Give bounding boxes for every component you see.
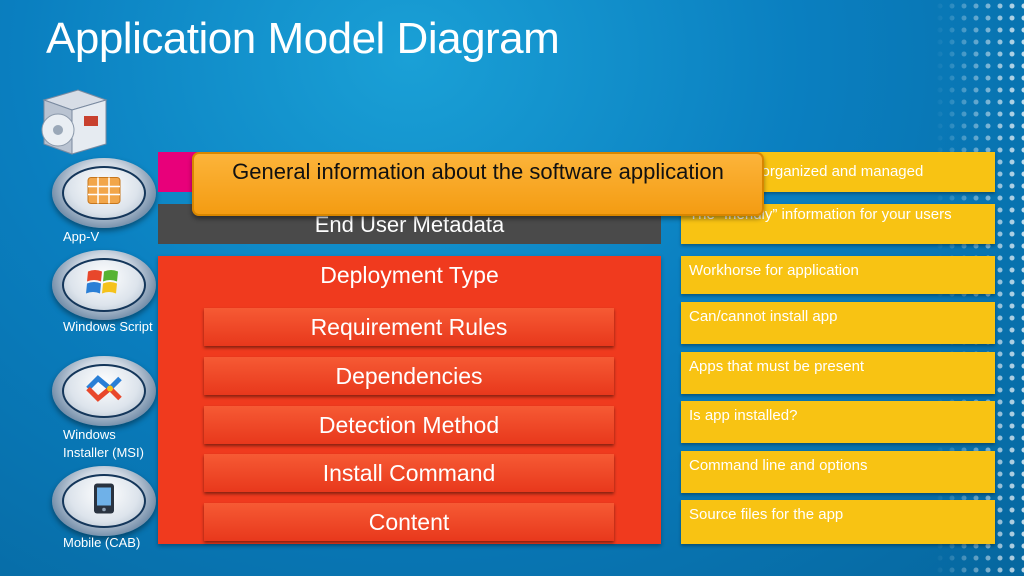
content-bar: Content <box>204 503 614 541</box>
deployment-type-panel: Deployment Type Requirement Rules Depend… <box>158 256 661 544</box>
desc-install-command: Command line and options <box>681 451 995 493</box>
desc-detection-method: Is app installed? <box>681 401 995 443</box>
desc-deployment-type: Workhorse for application <box>681 256 995 294</box>
mobile-device-icon <box>52 466 156 536</box>
general-info-callout: General information about the software a… <box>192 152 764 216</box>
tech-label-windows-script: Windows Script <box>63 319 153 334</box>
windows-installer-icon <box>52 356 156 426</box>
windows-script-icon <box>52 250 156 320</box>
slide-title: Application Model Diagram <box>46 14 560 63</box>
requirement-rules-bar: Requirement Rules <box>204 308 614 346</box>
tech-label-mobile: Mobile (CAB) <box>63 535 141 550</box>
app-v-icon <box>52 158 156 228</box>
software-box-icon <box>34 86 110 158</box>
tech-label-app-v: App-V <box>63 229 100 244</box>
desc-content: Source files for the app <box>681 500 995 544</box>
desc-dependencies: Apps that must be present <box>681 352 995 394</box>
detection-method-bar: Detection Method <box>204 406 614 444</box>
dependencies-bar: Dependencies <box>204 357 614 395</box>
deployment-type-title: Deployment Type <box>320 262 499 288</box>
tech-label-windows-installer: Windows Installer (MSI) <box>63 427 144 460</box>
desc-requirement-rules: Can/cannot install app <box>681 302 995 344</box>
install-command-bar: Install Command <box>204 454 614 492</box>
